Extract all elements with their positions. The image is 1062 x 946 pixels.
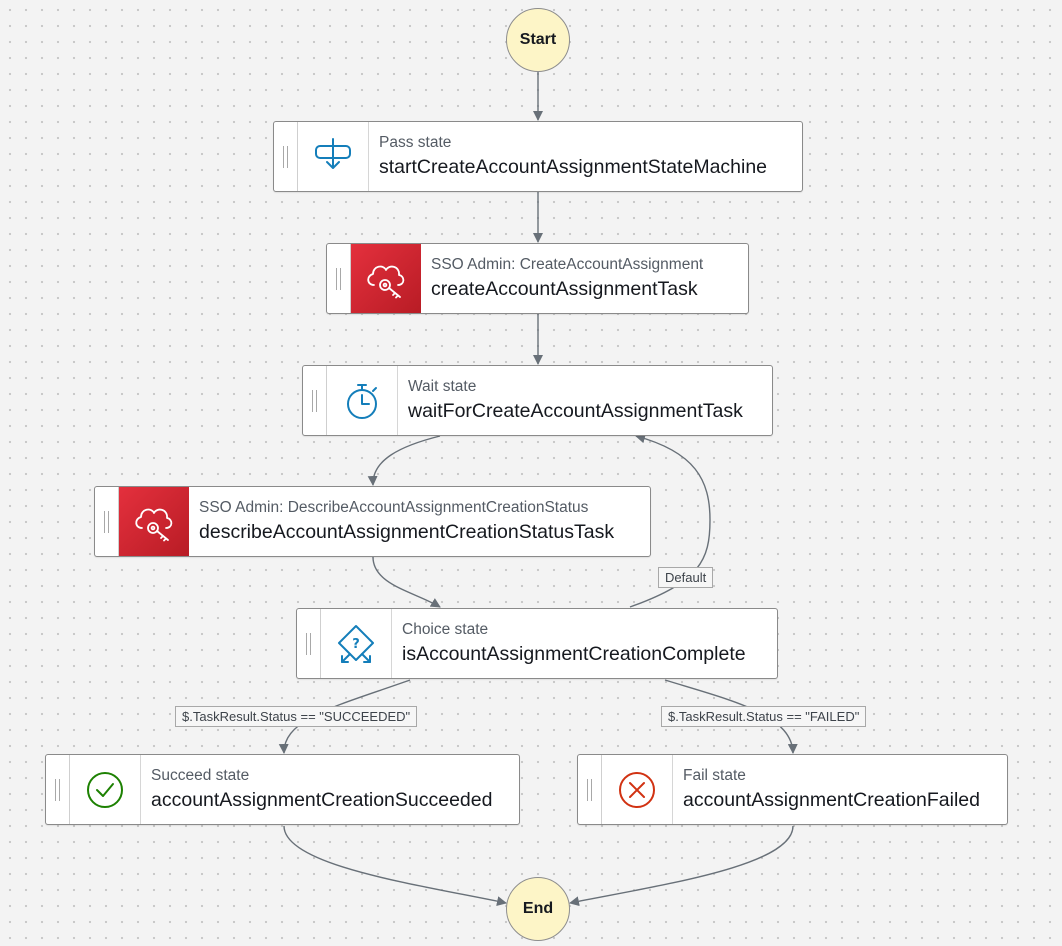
grip-icon (55, 778, 60, 801)
end-node[interactable]: End (506, 877, 570, 941)
state-fail[interactable]: Fail state accountAssignmentCreationFail… (577, 754, 1008, 825)
state-create-account-assignment[interactable]: SSO Admin: CreateAccountAssignment creat… (326, 243, 749, 314)
state-name: waitForCreateAccountAssignmentTask (408, 400, 743, 422)
start-node[interactable]: Start (506, 8, 570, 72)
edge-label-failed[interactable]: $.TaskResult.Status == "FAILED" (661, 706, 867, 727)
state-type-label: Fail state (683, 767, 746, 784)
grip-icon (104, 510, 109, 533)
state-name: createAccountAssignmentTask (431, 278, 698, 300)
state-name: isAccountAssignmentCreationComplete (402, 643, 746, 665)
drag-handle[interactable] (303, 366, 327, 435)
state-name: startCreateAccountAssignmentStateMachine (379, 156, 768, 178)
state-name: describeAccountAssignmentCreationStatusT… (199, 521, 615, 543)
stopwatch-icon (327, 366, 398, 435)
start-label: Start (519, 31, 557, 48)
check-circle-icon (70, 755, 141, 824)
grip-icon (336, 267, 341, 290)
x-circle-icon (602, 755, 673, 824)
state-type-label: SSO Admin: CreateAccountAssignment (431, 256, 704, 273)
state-wait[interactable]: Wait state waitForCreateAccountAssignmen… (302, 365, 773, 436)
drag-handle[interactable] (46, 755, 70, 824)
state-pass[interactable]: Pass state startCreateAccountAssignmentS… (273, 121, 803, 192)
grip-icon (587, 778, 592, 801)
state-name: accountAssignmentCreationFailed (683, 789, 980, 811)
state-type-label: Choice state (402, 621, 489, 638)
state-type-label: Pass state (379, 134, 452, 151)
state-name: accountAssignmentCreationSucceeded (151, 789, 493, 811)
pass-state-icon (298, 122, 369, 191)
state-type-label: SSO Admin: DescribeAccountAssignmentCrea… (199, 499, 589, 516)
state-type-label: Succeed state (151, 767, 250, 784)
sso-admin-icon (351, 244, 421, 313)
choice-icon: ? (321, 609, 392, 678)
edge-label-succeeded[interactable]: $.TaskResult.Status == "SUCCEEDED" (175, 706, 418, 727)
drag-handle[interactable] (95, 487, 119, 556)
edge-succeed-to-end (283, 825, 507, 907)
edge-wait-to-describe (367, 435, 441, 486)
state-succeed[interactable]: Succeed state accountAssignmentCreationS… (45, 754, 520, 825)
state-describe-status[interactable]: SSO Admin: DescribeAccountAssignmentCrea… (94, 486, 651, 557)
svg-text:?: ? (352, 637, 360, 652)
drag-handle[interactable] (578, 755, 602, 824)
edge-describe-to-choice (372, 556, 441, 608)
grip-icon (283, 145, 288, 168)
edge-label-default[interactable]: Default (658, 567, 714, 588)
grip-icon (306, 632, 311, 655)
grip-icon (312, 389, 317, 412)
state-type-label: Wait state (408, 378, 477, 395)
end-label: End (522, 900, 554, 917)
state-choice[interactable]: ? Choice state isAccountAssignmentCreati… (296, 608, 778, 679)
drag-handle[interactable] (327, 244, 351, 313)
drag-handle[interactable] (274, 122, 298, 191)
sso-admin-icon (119, 487, 189, 556)
edge-fail-to-end (569, 825, 794, 907)
drag-handle[interactable] (297, 609, 321, 678)
